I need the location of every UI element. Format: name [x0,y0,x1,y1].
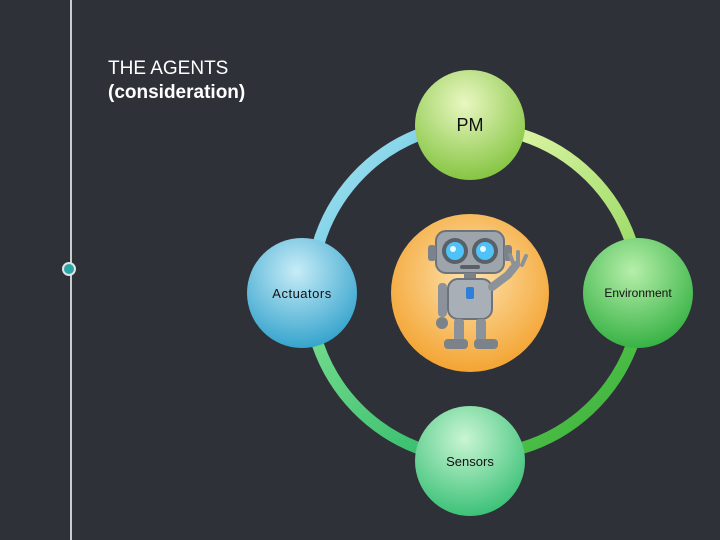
node-right-label: Environment [604,286,672,300]
node-bottom-label: Sensors [446,453,494,469]
node-top-circle [415,70,525,180]
arc-top-left [312,129,421,247]
arc-bottom-right [520,342,638,454]
title-line-1: THE AGENTS [108,58,229,79]
arc-bottom-left [312,342,421,454]
title-line-2: (consideration) [108,82,246,103]
arc-top-right [520,129,638,247]
node-left-circle [247,238,357,348]
robot-waving-icon [428,230,528,349]
node-bottom-circle [415,406,525,516]
node-left-label: Actuators [272,285,332,301]
timeline-dot [62,262,76,276]
slide-title: THE AGENTS (consideration) [108,57,245,105]
node-right-circle [583,238,693,348]
node-top-label: PM [456,114,484,135]
